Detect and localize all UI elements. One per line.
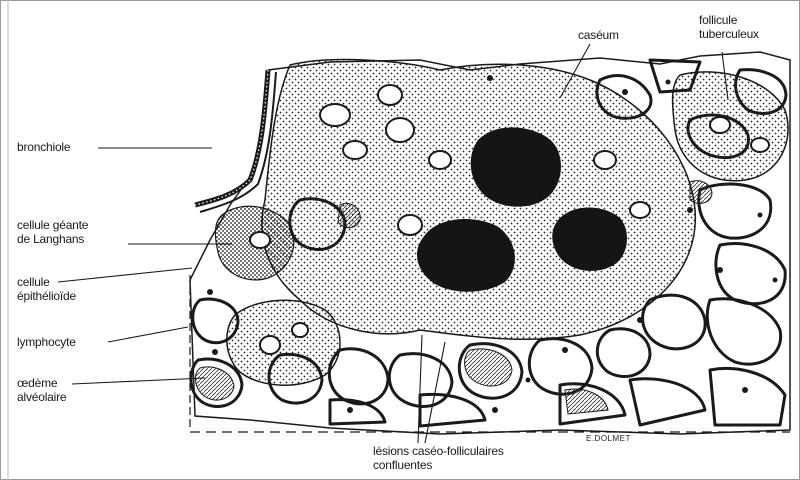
caseum-lower-left (417, 219, 515, 292)
label-cellule-epithelioide: cellule épithélioïde (17, 275, 76, 303)
label-lymphocyte: lymphocyte (17, 335, 76, 349)
label-lesions: lésions caséo-folliculaires confluentes (373, 444, 504, 472)
label-follicule-line1: follicule (699, 13, 759, 27)
leader-lymphocyte (108, 327, 188, 342)
artist-signature: E.DOLMET (586, 434, 631, 443)
label-cellule-geante-line1: cellule géante (17, 218, 88, 232)
leader-oedeme (72, 378, 205, 384)
lower-left-follicle (227, 300, 340, 385)
label-cellule-epith-line1: cellule (17, 275, 76, 289)
label-oedeme-line2: alvéolaire (17, 390, 66, 404)
label-caseum: caséum (578, 28, 619, 42)
leader-cellule-epith (58, 268, 192, 282)
label-cellule-geante: cellule géante de Langhans (17, 218, 88, 246)
label-follicule-tuberculeux: follicule tuberculeux (699, 13, 759, 41)
label-lesions-line1: lésions caséo-folliculaires (373, 444, 504, 458)
label-lesions-line2: confluentes (373, 458, 504, 472)
label-oedeme-line1: œdème (17, 376, 66, 390)
label-bronchiole: bronchiole (17, 140, 70, 154)
label-cellule-geante-line2: de Langhans (17, 232, 88, 246)
label-follicule-line2: tuberculeux (699, 27, 759, 41)
label-cellule-epith-line2: épithélioïde (17, 289, 76, 303)
caseum-upper (471, 127, 561, 206)
label-oedeme-alveolaire: œdème alvéolaire (17, 376, 66, 404)
